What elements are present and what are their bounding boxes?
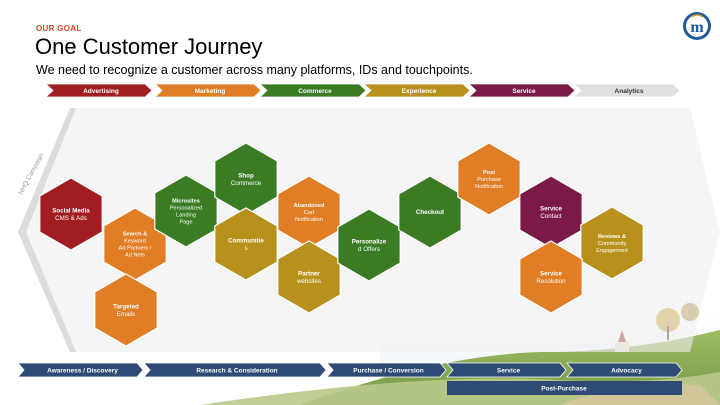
channel-chevron-service: Service [467,83,576,98]
stage-chevron: Purchase / Conversion [326,362,447,378]
channel-chevron-advertising: Advertising [44,83,153,98]
channel-row: Advertising Marketing Commerce Experience Se… [44,83,681,98]
page-title: One Customer Journey [35,34,263,59]
brand-logo: m [683,12,711,40]
channel-label: Marketing [195,88,226,95]
page-subtitle: We need to recognize a customer across m… [36,63,473,77]
channel-chevron-analytics: Analytics [572,83,681,98]
channel-chevron-experience: Experience [362,83,471,98]
channel-chevron-commerce: Commerce [258,83,367,98]
post-purchase-label: Post-Purchase [541,386,587,393]
stage-label: Advocacy [611,368,642,375]
channel-label: Advertising [83,88,119,95]
stage-label: Awareness / Discovery [47,368,118,375]
channel-chevron-marketing: Marketing [153,83,262,98]
post-purchase-bar: Post-Purchase [447,381,682,395]
stage-label: Purchase / Conversion [353,368,423,375]
stage-row: Awareness / Discovery Research & Consider… [17,362,683,395]
touchpoint-label: Checkout [416,209,444,216]
stage-chevron: Awareness / Discovery [17,362,144,378]
eyebrow-label: OUR GOAL [36,24,82,33]
channel-label: Analytics [615,88,644,95]
stage-label: Service [497,368,521,375]
svg-text:m: m [690,19,704,36]
stage-label: Research & Consideration [196,368,277,375]
stage-chevron: Service [446,362,567,378]
channel-label: Experience [402,88,437,95]
channel-label: Commerce [298,88,332,95]
stage-chevron: Research & Consideration [143,362,327,378]
channel-label: Service [512,88,536,95]
stage-chevron: Advocacy [566,362,683,378]
